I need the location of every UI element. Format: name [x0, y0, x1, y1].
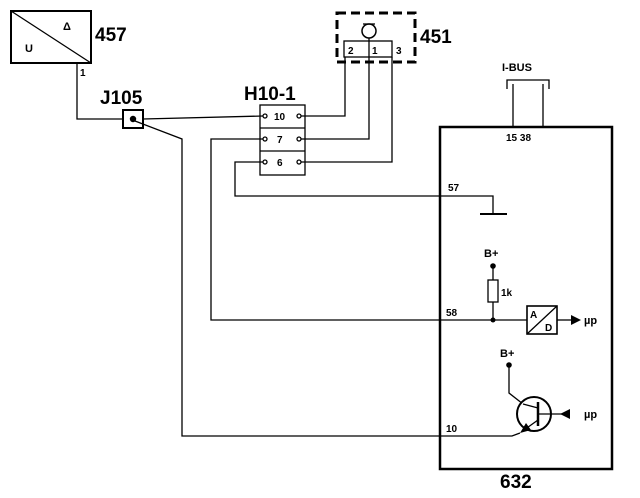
- wiring: [76, 38, 493, 437]
- arrow-left-icon: [560, 409, 570, 419]
- connector-id-label: H10-1: [244, 84, 296, 105]
- switch-pin-block: [343, 40, 393, 58]
- switch-pin-2: 2: [348, 46, 354, 57]
- wire-h10-7-pin58: [210, 138, 493, 321]
- junction-j105: J105: [100, 88, 144, 129]
- sensor-u-symbol: U: [25, 43, 33, 55]
- junction-node: [129, 115, 137, 123]
- supply-label-2: B+: [500, 348, 514, 360]
- adc-diagonal: [526, 305, 558, 335]
- junction-id-label: J105: [100, 88, 143, 109]
- mcu-label-2: µp: [584, 409, 597, 421]
- resistor-icon: [487, 279, 499, 303]
- transistor-collector: [522, 403, 539, 409]
- adc-d-label: D: [545, 323, 552, 334]
- ground-wire: [440, 195, 494, 214]
- switch-id-label: 451: [420, 27, 452, 48]
- switch-dashed-box: [335, 11, 417, 64]
- wire-457-j105: [76, 63, 123, 120]
- sensor-diagonal: [10, 10, 92, 64]
- switch-pin-3: 3: [396, 46, 402, 57]
- connector-h10-1: H10-1 10 7 6: [244, 84, 306, 176]
- module-632: 632 I-BUS 15 38 57 B+ 1k 58 A D µp B+: [438, 62, 614, 493]
- ibus-pins-label: 15 38: [506, 133, 531, 144]
- switch-knob-icon: [361, 23, 377, 39]
- pin-58-label: 58: [446, 308, 458, 319]
- wire-h10-6-451-3: [301, 57, 393, 163]
- connector-pin-7: 7: [277, 135, 283, 146]
- module-id-label: 632: [500, 472, 532, 493]
- emitter-arrow-icon: [520, 423, 531, 433]
- mcu-label-1: µp: [584, 315, 597, 327]
- wire-j105-pin10: [134, 120, 440, 437]
- sensor-pin-label: 1: [80, 68, 86, 79]
- ibus-label: I-BUS: [502, 62, 532, 74]
- wire-h10-10-451-2: [301, 57, 346, 117]
- transistor-collector-wire: [508, 365, 524, 405]
- arrow-right-icon: [571, 315, 581, 325]
- adc-a-label: A: [530, 310, 537, 321]
- sensor-457: U Δ 457 1: [10, 10, 127, 79]
- ibus-bracket: [506, 79, 550, 89]
- wire-h10-6-pin57: [234, 161, 440, 197]
- wire-h10-7-451-1: [301, 38, 370, 140]
- switch-pin-1: 1: [372, 46, 378, 57]
- pin-10-internal-wire: [440, 432, 521, 437]
- supply-label-1: B+: [484, 248, 498, 260]
- switch-451: 2 1 3 451: [335, 11, 452, 64]
- sensor-delta-symbol: Δ: [63, 21, 71, 33]
- connector-pin-6: 6: [277, 158, 283, 169]
- pin-10-label: 10: [446, 424, 458, 435]
- resistor-label: 1k: [501, 288, 513, 299]
- pin-57-label: 57: [448, 183, 460, 194]
- wire-j105-h10: [142, 115, 264, 120]
- connector-pin-10: 10: [274, 112, 286, 123]
- sensor-id-label: 457: [95, 25, 127, 46]
